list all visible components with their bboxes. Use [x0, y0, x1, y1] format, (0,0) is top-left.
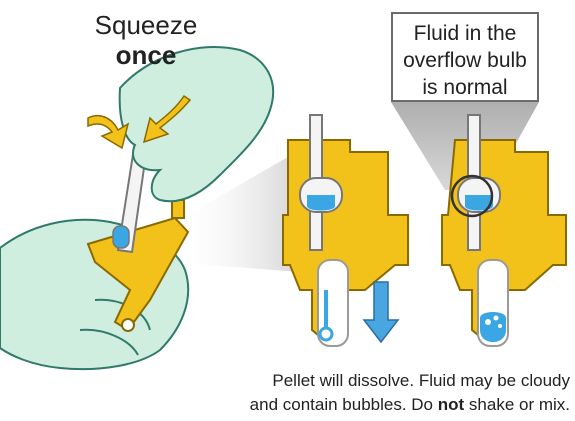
center-pellet [320, 328, 332, 340]
callout-line-3: is normal [393, 74, 537, 101]
instruction-caption: Pellet will dissolve. Fluid may be cloud… [150, 369, 570, 417]
center-device [283, 115, 408, 346]
caption-line-2: and contain bubbles. Do not shake or mix… [150, 393, 570, 417]
callout-line-2: overflow bulb [393, 47, 537, 74]
right-device [442, 115, 566, 346]
overflow-callout: Fluid in the overflow bulb is normal [391, 12, 539, 102]
cap-tab [172, 200, 184, 218]
squeeze-label: Squeeze [95, 10, 198, 40]
right-tube-fluid [480, 312, 506, 342]
fluid-bulb [113, 226, 129, 248]
tube-tip [122, 319, 134, 331]
down-arrow-icon [364, 282, 398, 342]
once-label: once [86, 40, 206, 70]
squeeze-instruction: Squeeze once [86, 10, 206, 70]
caption-line-1: Pellet will dissolve. Fluid may be cloud… [150, 369, 570, 393]
caption-line-2-prefix: and contain bubbles. Do [250, 395, 438, 414]
caption-not-emphasis: not [438, 395, 464, 414]
callout-line-1: Fluid in the [393, 20, 537, 47]
caption-line-2-suffix: shake or mix. [464, 395, 570, 414]
center-fluid [307, 195, 335, 211]
